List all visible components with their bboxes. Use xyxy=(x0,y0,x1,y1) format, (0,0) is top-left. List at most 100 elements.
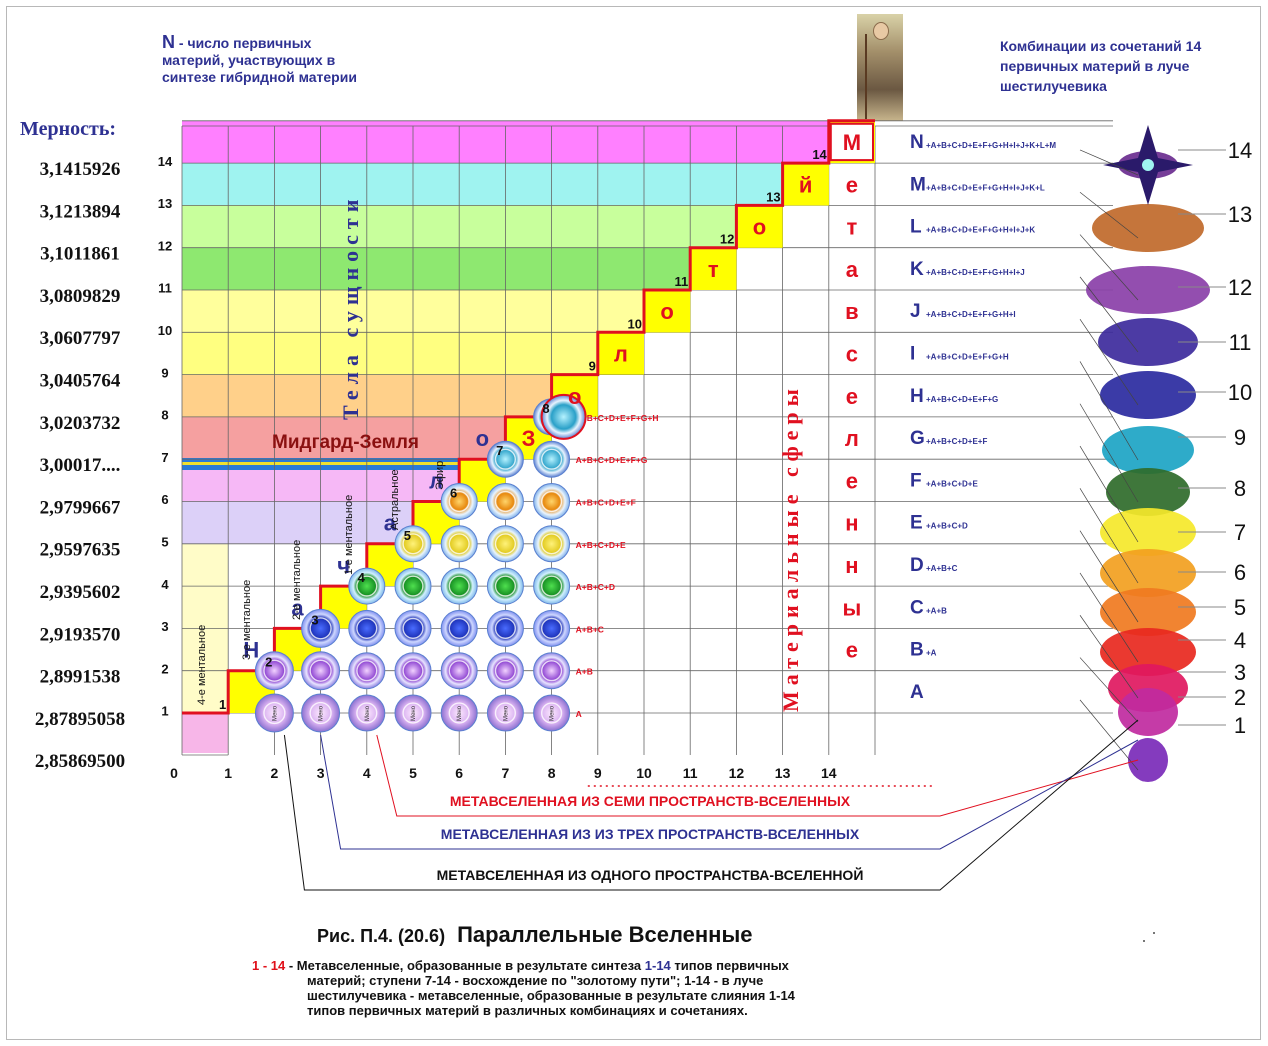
combination-letter: B xyxy=(910,640,924,661)
sphere xyxy=(440,567,478,605)
combination-H: H+A+B+C+D+E+F+G xyxy=(910,386,998,407)
combination-letter: F xyxy=(910,470,922,491)
metaverse-7-bracket xyxy=(376,734,1139,817)
combination-sub: +A+B+C+D+E+F+G+H+I+J+K xyxy=(926,226,1035,235)
outer-frame xyxy=(6,6,1261,1040)
legend-n-letter: N xyxy=(162,32,175,52)
white-fill-row-7 xyxy=(551,416,1113,460)
legend-n: N - число первичных материй, участвующих… xyxy=(162,32,377,86)
gold-extra-11 xyxy=(690,247,737,290)
sphere-ring xyxy=(402,660,424,682)
metaverse-1-label: МЕТАВСЕЛЕННАЯ ИЗ ОДНОГО ПРОСТРАНСТВА-ВСЕ… xyxy=(437,866,864,883)
sphere-ring xyxy=(494,617,516,639)
metaverse-letter: е xyxy=(846,638,858,663)
sphere xyxy=(348,694,386,732)
combination-sub: +A+B+C+D+E+F+G+H+I+J+K+L xyxy=(926,183,1045,192)
level-label: 4-е ментальное xyxy=(196,625,208,705)
ray-number: 7 xyxy=(1234,520,1246,545)
combination-letter: L xyxy=(910,217,922,238)
dimension-value: 3,0203732 xyxy=(40,413,121,434)
combination-sub: +A+B xyxy=(926,606,947,615)
stair-letter: л xyxy=(614,341,628,366)
sphere-formula: A+B+C+D+E+F+G xyxy=(576,455,648,465)
sphere-ring xyxy=(263,659,286,682)
dimension-value: 2,87895058 xyxy=(35,709,125,730)
gold-extra-13 xyxy=(782,163,829,206)
sphere-ring xyxy=(356,617,378,639)
combination-A: A xyxy=(910,682,924,703)
row-number: 12 xyxy=(158,238,172,253)
ray-number: 10 xyxy=(1228,380,1252,405)
caption-title: Рис. П.4. (20.6)Параллельные Вселенные xyxy=(317,922,752,948)
stair-number: 2 xyxy=(265,655,272,670)
sphere xyxy=(348,609,386,647)
row-number: 11 xyxy=(158,281,172,296)
stair-letter: й xyxy=(799,172,813,197)
sphere xyxy=(301,693,341,733)
monk-staff xyxy=(865,34,867,119)
row-number: 13 xyxy=(158,196,172,211)
combination-N: N+A+B+C+D+E+F+G+H+I+J+K+L+M xyxy=(910,132,1056,153)
dimension-value: 3,1213894 xyxy=(40,201,121,222)
sphere xyxy=(440,525,478,563)
combination-sub: +A+B+C+D+E+F xyxy=(926,437,987,446)
connector-line xyxy=(1079,276,1139,353)
combination-sub: +A+B+C+D+E+F+G+H+I xyxy=(926,310,1016,319)
sphere-ring xyxy=(402,575,424,597)
stair-number: 7 xyxy=(496,443,503,458)
column-number: 8 xyxy=(548,765,556,781)
level-label: 3-е ментальное xyxy=(241,580,253,660)
caption-line1a: - Метавселенные, образованные в результа… xyxy=(285,958,645,973)
column-number: 4 xyxy=(363,765,371,781)
sphere-ring xyxy=(448,702,470,724)
sphere-ring xyxy=(402,533,424,555)
combination-letter: E xyxy=(910,513,923,534)
sphere-label: Мено xyxy=(550,705,556,721)
dimension-value: 2,9193570 xyxy=(40,624,121,645)
combination-E: E+A+B+C+D xyxy=(910,513,968,534)
metaverse-letter: ы xyxy=(843,595,862,620)
combination-letter: H xyxy=(910,386,924,407)
sphere xyxy=(486,525,524,563)
stair-letter: о xyxy=(660,299,673,324)
ray-number: 3 xyxy=(1234,660,1246,685)
stair-number: 14 xyxy=(812,147,827,162)
ray-number: 9 xyxy=(1234,425,1246,450)
midgard-stripe-yellow xyxy=(182,462,506,465)
midgard-label: Мидгард-Земля xyxy=(272,432,419,453)
sphere-ring xyxy=(494,660,516,682)
combination-sub: +A+B+C+D+E+F+G+H+I+J xyxy=(926,268,1025,277)
combination-sub: +A xyxy=(926,649,937,658)
white-fill-row-8 xyxy=(597,374,1113,417)
caption-line3: шестилучевика - метавселенные, образован… xyxy=(307,988,795,1003)
legend-n-text: - число первичных материй, участвующих в… xyxy=(162,35,357,85)
sphere-ring xyxy=(494,575,516,597)
M-box xyxy=(829,122,874,162)
stair-letter: о xyxy=(753,215,766,240)
sphere-label: Мено xyxy=(411,705,417,721)
sphere-formula: A+B xyxy=(576,667,593,677)
metaverse-letter: н xyxy=(845,553,858,578)
sphere xyxy=(486,567,524,605)
sphere-ring xyxy=(309,701,332,725)
combination-letter: D xyxy=(910,555,924,576)
stair-number: 11 xyxy=(674,274,688,289)
sphere xyxy=(486,440,524,478)
sphere-formula: A xyxy=(576,709,582,719)
metaverse-letter: е xyxy=(846,384,858,409)
sphere xyxy=(394,609,432,647)
sphere xyxy=(486,609,524,647)
white-fill-row-12 xyxy=(782,205,1113,248)
vertical-spheres: Материальные сферы xyxy=(778,383,803,712)
connector-line xyxy=(1079,191,1139,239)
stray-dot xyxy=(1143,940,1145,942)
connector-line xyxy=(1079,361,1139,461)
stair-letter: а xyxy=(384,511,397,536)
connector-line xyxy=(1079,657,1139,723)
metaverse-letter: е xyxy=(846,468,858,493)
ray-number: 11 xyxy=(1229,330,1252,355)
dimension-value: 2,8991538 xyxy=(40,667,121,688)
dimension-value: 3,0607797 xyxy=(40,328,121,349)
stair-letter: З xyxy=(522,426,536,451)
ray-segment xyxy=(1100,371,1196,419)
